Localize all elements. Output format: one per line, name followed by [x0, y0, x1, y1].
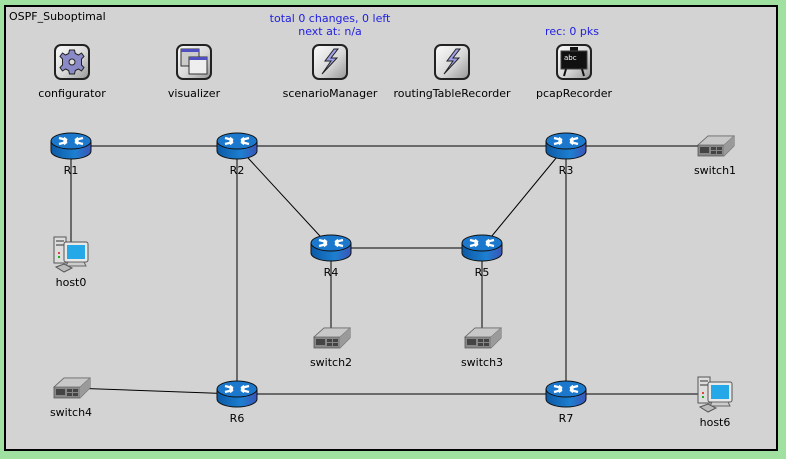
router-icon	[461, 232, 503, 268]
network-title: OSPF_Suboptimal	[9, 10, 106, 23]
module-label: routingTableRecorder	[393, 87, 511, 100]
switch-icon	[694, 132, 736, 164]
status-line: next at: n/a	[298, 25, 362, 38]
node-label: R4	[323, 266, 339, 279]
module-label: configurator	[38, 87, 106, 100]
router-icon	[545, 130, 587, 166]
router-icon	[216, 378, 258, 414]
scenario-manager-status: total 0 changes, 0 left next at: n/a	[270, 12, 391, 38]
link-R2-R4	[236, 145, 332, 249]
node-label: host6	[699, 416, 731, 429]
router-icon	[545, 378, 587, 414]
windows-icon	[176, 44, 212, 80]
switch-icon	[310, 324, 352, 356]
host-icon	[694, 374, 736, 418]
blackboard-text: abc	[564, 54, 577, 62]
pcap-recorder-status: rec: 0 pks	[545, 25, 599, 38]
node-label: R3	[558, 164, 574, 177]
status-line: rec: 0 pks	[545, 25, 599, 38]
switch-icon	[50, 374, 92, 406]
lightning-icon	[312, 44, 348, 80]
module-label: pcapRecorder	[535, 87, 613, 100]
node-label: switch4	[49, 406, 93, 419]
link-R5-R3	[481, 145, 567, 249]
blackboard-icon: abc	[556, 44, 592, 80]
status-line: total 0 changes, 0 left	[269, 12, 391, 25]
node-label: R7	[558, 412, 574, 425]
node-label: host0	[55, 276, 87, 289]
network-canvas	[4, 5, 778, 451]
router-icon	[50, 130, 92, 166]
host-icon	[50, 234, 92, 278]
node-label: R2	[229, 164, 245, 177]
module-label: visualizer	[167, 87, 221, 100]
node-label: R5	[474, 266, 490, 279]
switch-icon	[461, 324, 503, 356]
module-label: scenarioManager	[282, 87, 378, 100]
node-label: switch3	[460, 356, 504, 369]
router-icon	[310, 232, 352, 268]
node-label: R6	[229, 412, 245, 425]
lightning-icon	[434, 44, 470, 80]
link-switch4-R6	[70, 387, 238, 395]
node-label: R1	[63, 164, 79, 177]
node-label: switch2	[309, 356, 353, 369]
gear-icon	[54, 44, 90, 80]
node-label: switch1	[693, 164, 737, 177]
router-icon	[216, 130, 258, 166]
